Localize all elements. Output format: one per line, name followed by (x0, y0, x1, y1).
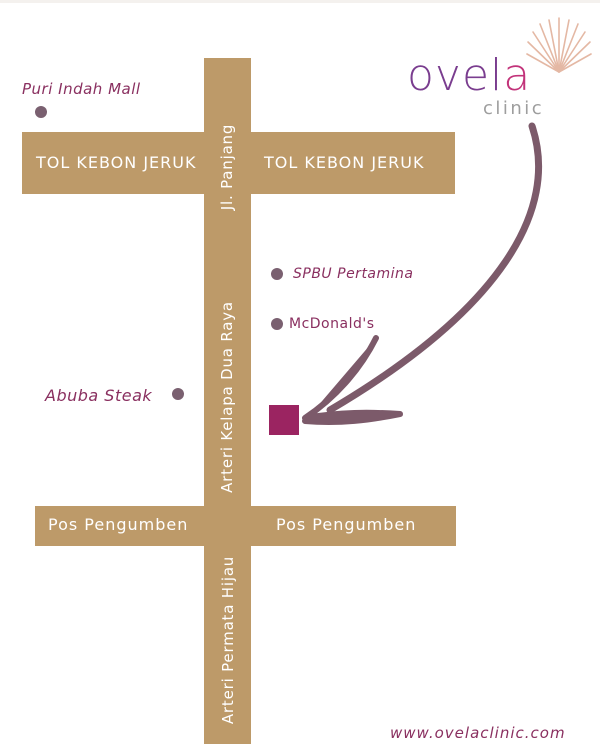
label-pos-left: Pos Pengumben (48, 515, 189, 534)
top-border (0, 0, 600, 3)
square-marker-icon (269, 405, 299, 435)
label-spbu-pertamina: SPBU Pertamina (293, 266, 414, 282)
logo-ovel: ovel (407, 50, 504, 101)
website-url: www.ovelaclinic.com (390, 724, 566, 742)
road-vertical-main (204, 58, 251, 744)
logo-a: a (503, 50, 532, 101)
spbu-dot-icon (271, 268, 283, 280)
label-tol-right: TOL KEBON JERUK (264, 153, 425, 172)
label-tol-left: TOL KEBON JERUK (36, 153, 197, 172)
label-abuba-steak: Abuba Steak (45, 386, 153, 405)
label-mcdonalds: McDonald's (289, 316, 375, 332)
sunburst-icon (526, 17, 592, 73)
puri-mall-dot-icon (35, 106, 47, 118)
logo-ovela: ovela (407, 50, 531, 101)
label-puri-indah-mall: Puri Indah Mall (22, 80, 141, 98)
label-pos-right: Pos Pengumben (276, 515, 417, 534)
abuba-dot-icon (172, 388, 184, 400)
logo-clinic: clinic (483, 98, 545, 119)
mcdonalds-dot-icon (271, 318, 283, 330)
